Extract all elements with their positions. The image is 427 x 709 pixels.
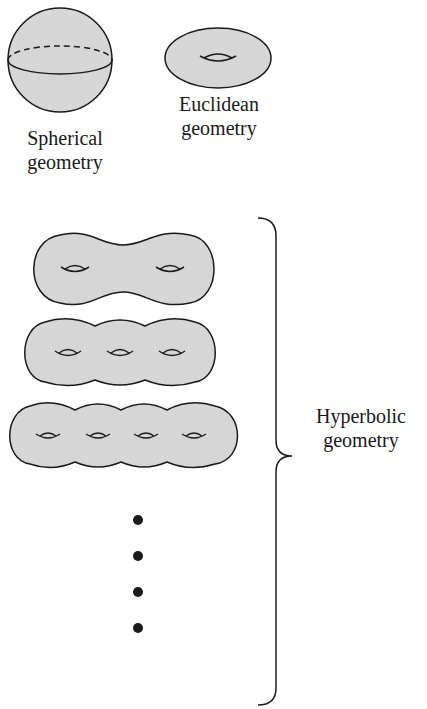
genus-three-surface [25,319,216,386]
curly-brace [258,218,292,705]
geometry-label: Hyperbolic geometry [300,404,422,452]
geometry-label: Spherical geometry [8,126,122,174]
holes [36,266,206,439]
genus-four-surface [10,403,238,468]
geometry-label: Euclidean geometry [162,92,276,140]
sphere-equator-back [8,46,112,60]
sphere [8,8,112,112]
torus [165,28,271,88]
sphere-equator [8,60,112,74]
genus-two-surface [34,233,214,304]
ellipsis-dots [133,515,143,633]
torus-hole [200,54,236,61]
